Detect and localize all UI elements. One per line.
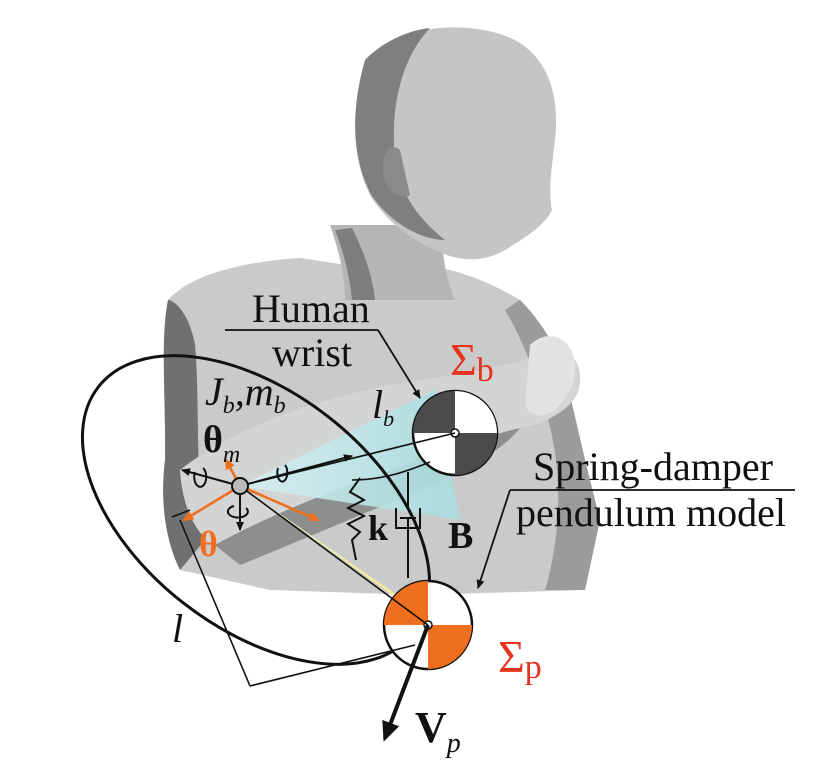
spring-element bbox=[345, 477, 367, 561]
m-symbol: m bbox=[245, 369, 274, 414]
comma: , bbox=[235, 369, 245, 414]
label-sigma-b: Σb bbox=[450, 334, 494, 389]
ear-shape bbox=[382, 147, 410, 197]
sigma-p-symbol: Σ bbox=[498, 631, 525, 682]
theta-m-sub: m bbox=[223, 442, 240, 468]
damper-element bbox=[395, 472, 421, 578]
v-sub: p bbox=[445, 728, 461, 759]
j-sub: b bbox=[223, 393, 235, 419]
j-symbol: J bbox=[205, 369, 225, 414]
label-human: Human bbox=[252, 286, 370, 331]
label-B: B bbox=[448, 515, 473, 557]
neck-shadow bbox=[335, 228, 375, 300]
label-sigma-p: Σp bbox=[498, 631, 542, 686]
label-k: k bbox=[368, 508, 388, 548]
theta-m-symbol: θ bbox=[203, 419, 223, 461]
sigma-b-sub: b bbox=[477, 352, 494, 389]
wrist-leader bbox=[225, 329, 421, 399]
label-spring-damper: Spring-damper bbox=[533, 444, 773, 489]
label-wrist: wrist bbox=[272, 330, 352, 375]
m-sub: b bbox=[274, 393, 286, 419]
label-lb: lb bbox=[372, 382, 394, 431]
lb-sub: b bbox=[383, 406, 394, 431]
label-vp: Vp bbox=[415, 703, 461, 759]
label-theta: θ bbox=[199, 524, 218, 564]
torso-shadow-right bbox=[505, 300, 600, 590]
pivot-point bbox=[231, 477, 249, 495]
v-symbol: V bbox=[415, 703, 447, 752]
velocity-arrow bbox=[382, 624, 430, 742]
label-theta-m: θm bbox=[203, 419, 240, 468]
sigma-b-symbol: Σ bbox=[450, 334, 477, 385]
label-pendulum-model: pendulum model bbox=[516, 490, 786, 535]
lb-symbol: l bbox=[372, 382, 383, 427]
label-l: l bbox=[172, 606, 183, 651]
pivot-arrows bbox=[181, 454, 353, 531]
head-shadow bbox=[355, 28, 445, 240]
sigma-p-sub: p bbox=[525, 649, 542, 686]
label-jb-mb: Jb,mb bbox=[205, 369, 286, 419]
hand-shape bbox=[525, 336, 576, 416]
model-leader bbox=[476, 489, 795, 589]
